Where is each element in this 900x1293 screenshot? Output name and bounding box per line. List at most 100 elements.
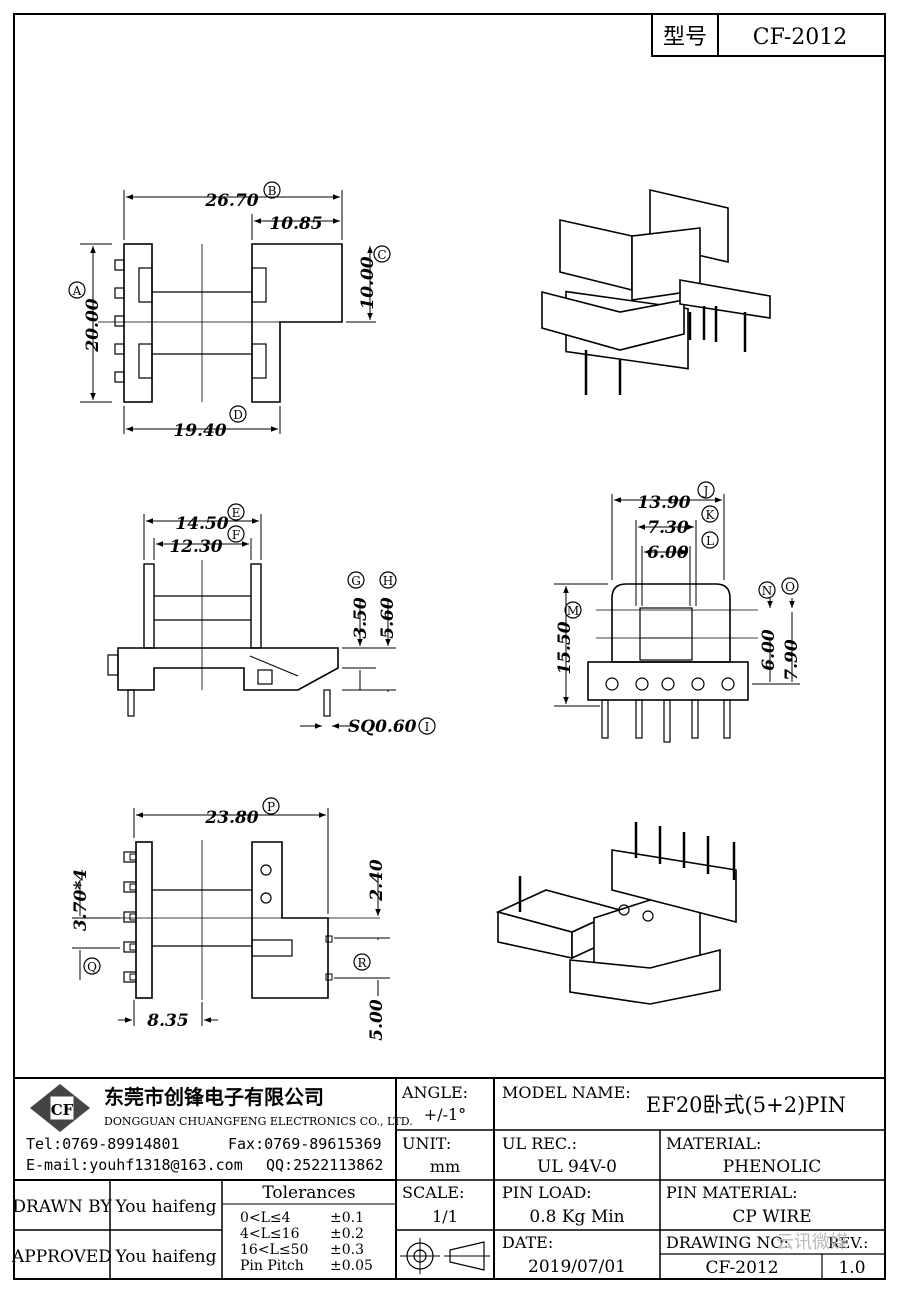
drawing-no-value: CF-2012 [705,1258,778,1278]
label-l: L [701,531,719,549]
model-name-label: MODEL NAME: [502,1083,631,1102]
scale-value: 1/1 [432,1207,458,1226]
label-g: G [347,571,365,589]
label-f: F [227,525,245,543]
label-a: A [68,281,86,299]
pin-material-value: CP WIRE [732,1207,811,1227]
angle-value: +/-1° [424,1105,466,1124]
svg-text:N: N [762,584,773,598]
dim-bottom-width: 19.40 [173,421,226,441]
company-name-cn: 东莞市创锋电子有限公司 [104,1085,324,1109]
top-view: 26.70 10.85 20.00 10.00 19.40 [80,190,378,441]
company-name-en: DONGGUAN CHUANGFENG ELECTRONICS CO., LTD… [104,1115,413,1128]
dim-width-e: 14.50 [175,514,228,534]
dim-flange-height: 10.00 [358,256,378,309]
svg-text:M: M [567,604,579,618]
svg-text:E: E [232,506,241,520]
tol-range-3: 16<L≤50 [240,1242,308,1258]
svg-text:O: O [785,580,795,594]
tol-range-1: 0<L≤4 [240,1210,291,1226]
svg-text:I: I [425,720,430,734]
side-view: 14.50 12.30 3.50 5.60 SQ0.60 [107,514,417,737]
svg-text:F: F [232,528,240,542]
label-c: C [373,245,391,263]
label-r: R [353,953,371,971]
title-block: CF 东莞市创锋电子有限公司 DONGGUAN CHUANGFENG ELECT… [11,1077,885,1279]
tol-value-4: ±0.05 [330,1258,373,1274]
dim-h-o: 7.90 [782,639,802,681]
rev-value: 1.0 [838,1258,865,1278]
svg-text:H: H [383,574,393,588]
label-j: J [697,481,715,499]
svg-text:CF: CF [51,1101,74,1119]
rev-label: REV.: [828,1234,868,1252]
tol-value-2: ±0.2 [330,1226,364,1242]
label-m: M [564,601,582,619]
svg-text:P: P [267,800,275,814]
svg-text:G: G [351,574,361,588]
model-name-value: EF20卧式(5+2)PIN [646,1093,846,1117]
isometric-view-bottom [495,822,737,1005]
pin-load-value: 0.8 Kg Min [529,1207,624,1227]
tol-value-1: ±0.1 [330,1210,364,1226]
label-n: N [758,581,776,599]
ul-rec-label: UL REC.: [502,1134,577,1153]
label-h: H [379,571,397,589]
model-header: 型号 CF-2012 [651,13,886,57]
label-q: Q [83,957,101,975]
dim-offset: 8.35 [146,1011,188,1031]
tol-value-3: ±0.3 [330,1242,364,1258]
company-tel: Tel:0769-89914801 [26,1135,180,1153]
tol-range-4: Pin Pitch [240,1258,304,1274]
label-b: B [263,181,281,199]
dim-width-p: 23.80 [204,808,258,828]
dim-flange-width: 10.85 [269,214,322,234]
company-email: E-mail:youhf1318@163.com [26,1156,243,1174]
pin-material-label: PIN MATERIAL: [666,1183,798,1202]
label-d: D [229,405,247,423]
tolerances-title: Tolerances [262,1183,355,1203]
svg-text:L: L [706,534,714,548]
sheet-border [13,13,886,1280]
approved-label: APPROVED [11,1247,112,1267]
dim-width-f: 12.30 [169,537,222,557]
watermark: 云讯微媒 [776,1232,848,1253]
company-qq: QQ:2522113862 [266,1156,383,1174]
type-label: 型号 [663,25,707,50]
dim-pitch: 3.70*4 [71,869,91,931]
svg-text:A: A [72,284,82,298]
drawn-by-value: You haifeng [114,1197,216,1217]
label-o: O [781,577,799,595]
dim-h-g: 3.50 [351,597,371,639]
dim-height: 20.00 [83,298,103,352]
projection-symbol-icon [400,1238,490,1274]
angle-label: ANGLE: [401,1083,468,1102]
svg-text:C: C [377,248,386,262]
label-p: P [262,797,280,815]
svg-text:Q: Q [87,960,97,974]
label-i: I [418,717,436,735]
dim-h-h: 5.60 [378,597,398,639]
svg-text:B: B [268,184,277,198]
dim-h-r2: 5.00 [367,999,387,1041]
scale-label: SCALE: [402,1183,464,1202]
ul-rec-value: UL 94V-0 [537,1157,617,1177]
date-label: DATE: [502,1233,553,1252]
front-view: 13.90 7.30 6.00 15.50 6.00 7.90 [554,493,802,743]
dim-height-m: 15.50 [555,621,575,674]
unit-value: mm [430,1157,460,1176]
isometric-view-top [541,188,771,395]
dim-width-k: 7.30 [647,518,689,538]
drawing-no-label: DRAWING NO: [666,1233,789,1252]
label-e: E [227,503,245,521]
dim-h-n: 6.00 [759,629,779,671]
pin-load-label: PIN LOAD: [502,1183,592,1202]
type-value: CF-2012 [753,25,848,50]
company-logo: CF [30,1084,90,1132]
tol-range-2: 4<L≤16 [240,1226,300,1242]
drawn-by-label: DRAWN BY [12,1197,112,1217]
svg-text:J: J [702,484,709,498]
dim-overall-width: 26.70 [204,191,258,211]
date-value: 2019/07/01 [528,1257,626,1277]
